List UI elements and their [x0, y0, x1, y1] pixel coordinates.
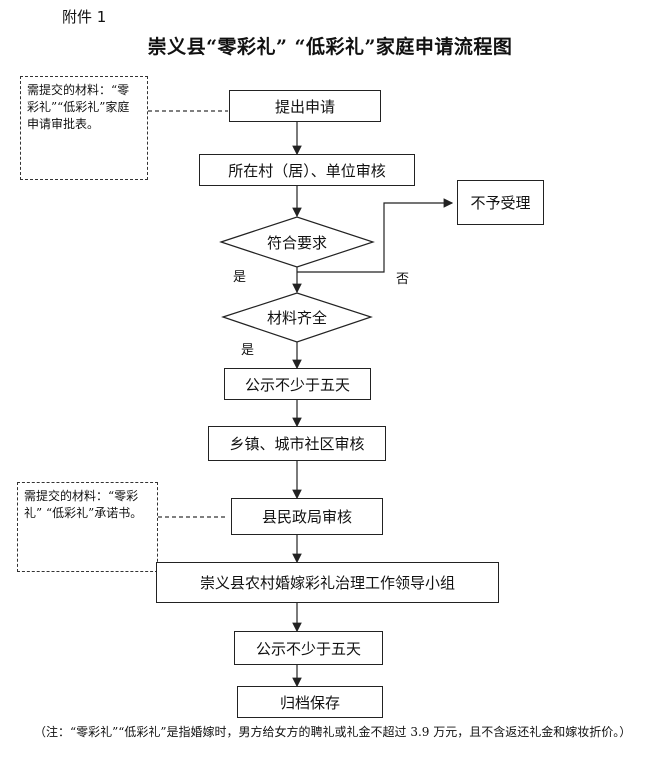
label-no: 否	[396, 272, 410, 287]
step-township-review: 乡镇、城市社区审核	[208, 426, 386, 461]
diamond-materials-label: 材料齐全	[266, 309, 327, 327]
step-apply: 提出申请	[229, 90, 381, 122]
step-leading-group: 崇义县农村婚嫁彩礼治理工作领导小组	[156, 562, 499, 603]
step-archive: 归档保存	[237, 686, 383, 718]
diamond-meets-requirements	[219, 216, 375, 268]
diamond-meets-label: 符合要求	[266, 234, 327, 252]
attachment-label: 附件 1	[62, 8, 107, 26]
label-yes-1: 是	[233, 270, 247, 285]
footnote: （注：“零彩礼”“低彩礼”是指婚嫁时，男方给女方的聘礼或礼金不超过 3.9 万元…	[34, 725, 632, 739]
note-top-materials: 需提交的材料：“零彩礼”“低彩礼”家庭申请审批表。	[20, 76, 148, 180]
step-publicity-1: 公示不少于五天	[224, 368, 371, 400]
label-yes-2: 是	[241, 343, 255, 358]
arrow-no-to-reject	[297, 198, 454, 273]
step-reject: 不予受理	[457, 180, 544, 225]
diamond-materials-complete	[221, 292, 373, 343]
note-bottom-materials: 需提交的材料：“零彩礼” “低彩礼”承诺书。	[17, 482, 158, 572]
step-publicity-2: 公示不少于五天	[234, 631, 383, 665]
step-civil-affairs-review: 县民政局审核	[231, 498, 383, 535]
page-title: 崇义县“零彩礼” “低彩礼”家庭申请流程图	[147, 36, 513, 58]
step-village-review: 所在村（居）、单位审核	[199, 154, 415, 186]
